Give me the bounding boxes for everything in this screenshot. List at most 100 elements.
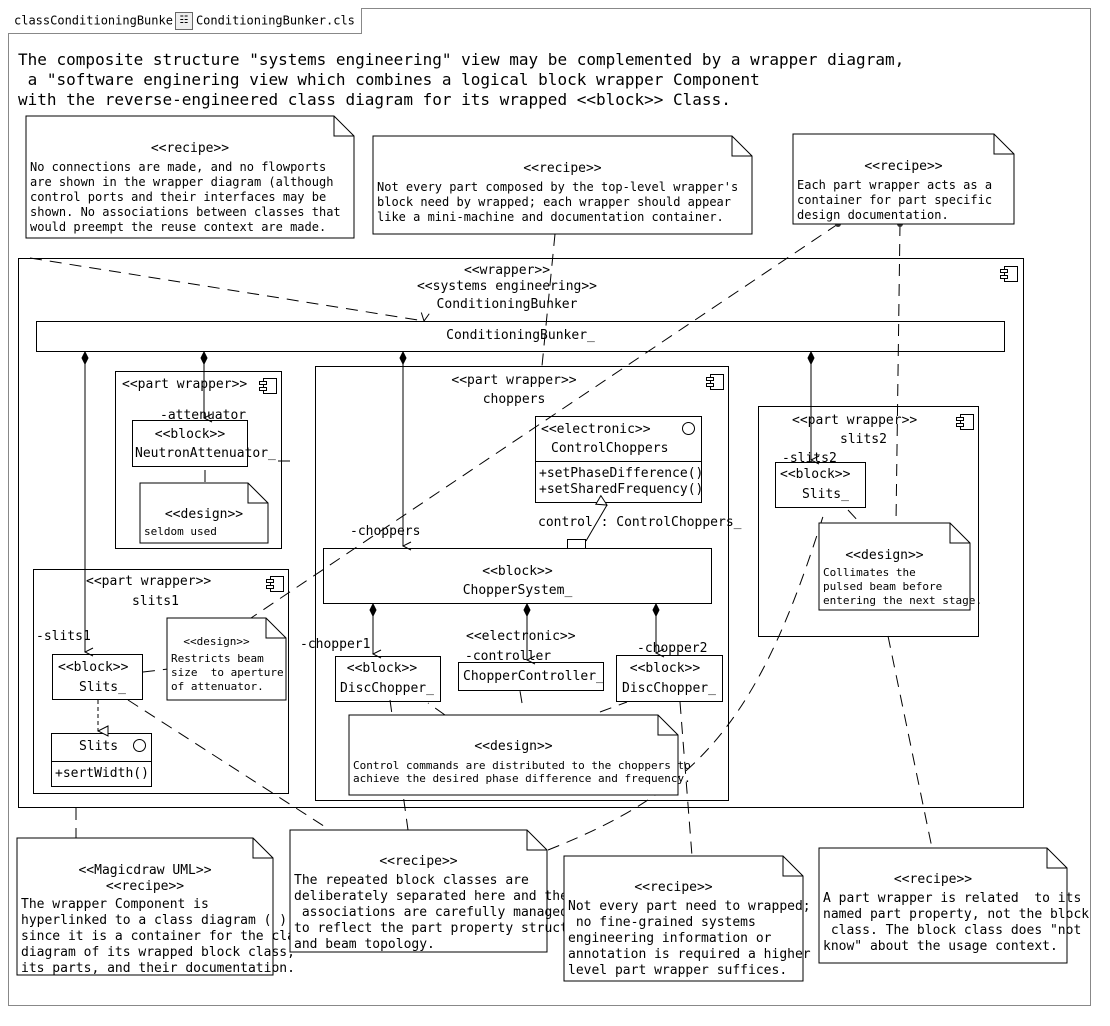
note-line: seldom used: [144, 525, 217, 538]
magicdraw-recipe-note[interactable]: <<Magicdraw UML>> <<recipe>> The wrapper…: [16, 837, 311, 976]
note-line: entering the next stage.: [823, 594, 982, 607]
note-line: of attenuator.: [171, 680, 264, 693]
note-line: are shown in the wrapper diagram (althou…: [30, 175, 334, 189]
diagram-frame: [8, 8, 1091, 1006]
note-line: named part property, not the block: [823, 907, 1090, 922]
composition-diamond: [369, 602, 377, 618]
recipe-note-repeated-blocks[interactable]: <<recipe>> The repeated block classes ar…: [289, 829, 591, 953]
component-icon: [1000, 266, 1018, 282]
control-choppers-interface[interactable]: [535, 416, 702, 503]
control-choppers-name: ControlChoppers: [551, 441, 669, 456]
composition-diamond: [807, 350, 815, 366]
recipe-note-part-wrapper-container[interactable]: <<recipe>> Each part wrapper acts as a c…: [792, 133, 1015, 225]
note-line: annotation is required a higher: [568, 947, 811, 962]
recipe-note-wrapped-parts[interactable]: <<recipe>> Not every part composed by th…: [372, 135, 753, 235]
note-stereotype: <<recipe>>: [105, 879, 185, 894]
note-line: size to aperture: [171, 666, 284, 679]
note-line: diagram of its wrapped block class,: [21, 945, 295, 960]
note-line: and beam topology.: [294, 937, 435, 952]
note-anchor: [847, 509, 861, 524]
chopper-system-name: ChopperSystem_: [462, 583, 573, 598]
note-stereotype: <<design>>: [183, 635, 250, 648]
note-line: pulsed beam before: [823, 580, 943, 593]
disc-chopper-2-block[interactable]: [616, 655, 723, 702]
chopper-controller-name: ChopperController_: [463, 669, 604, 684]
conditioning-bunker-block[interactable]: [36, 321, 1005, 352]
control-choppers-stereotype: <<electronic>>: [541, 422, 651, 437]
composition-diamond: [200, 350, 208, 366]
interface-circle-icon: [133, 739, 146, 752]
note-line: control ports and their interfaces may b…: [30, 190, 327, 204]
slits1-block[interactable]: [52, 654, 143, 700]
note-stereotype: <<recipe>>: [634, 880, 713, 895]
note-stereotype: <<Magicdraw UML>>: [78, 863, 212, 878]
class-diagram-icon: ☷: [174, 12, 193, 30]
diagram-title: ConditioningBunker.cls: [195, 13, 355, 28]
slits1-block-stereotype: <<block>>: [58, 660, 129, 675]
diagram-tab[interactable]: classConditioningBunke☷ConditioningBunke…: [8, 8, 362, 34]
note-anchor: [895, 223, 901, 524]
note-line: No connections are made, and no flowport…: [30, 160, 327, 174]
note-line: Not every part composed by the top-level…: [377, 180, 739, 194]
class-divider: [536, 461, 701, 462]
slits-class-name: Slits: [79, 739, 119, 754]
design-note-choppers[interactable]: <<design>> Control commands are distribu…: [348, 714, 691, 796]
attenuator-stereotype: <<part wrapper>>: [122, 377, 248, 392]
note-stereotype: <<recipe>>: [523, 161, 602, 176]
note-line: no fine-grained systems: [568, 915, 756, 930]
recipe-note-connections[interactable]: <<recipe>> No connections are made, and …: [25, 115, 355, 239]
note-line: deliberately separated here and their: [294, 889, 584, 904]
slits2-block[interactable]: [775, 462, 866, 508]
note-line: engineering information or: [568, 931, 772, 946]
note-line: like a mini-machine and documentation co…: [377, 210, 724, 224]
neutron-attenuator-name: NeutronAttenuator_: [135, 446, 276, 461]
note-stereotype: <<design>>: [845, 548, 924, 563]
recipe-note-usage-context[interactable]: <<recipe>> A part wrapper is related to …: [818, 847, 1089, 964]
controller-stereotype: <<electronic>>: [466, 629, 576, 644]
composition-diamond: [81, 350, 89, 366]
component-icon: [259, 378, 277, 394]
slits1-stereotype: <<part wrapper>>: [86, 574, 212, 589]
intro-line-3: with the reverse-engineered class diagra…: [18, 90, 731, 109]
choppers-name: choppers: [482, 392, 546, 407]
slits1-block-name: Slits_: [79, 680, 126, 695]
note-line: The wrapper Component is: [21, 897, 209, 912]
design-note-attenuator[interactable]: <<design>> seldom used: [139, 482, 269, 544]
note-anchor: [427, 702, 446, 716]
composition-diamond: [399, 350, 407, 366]
control-port-label: control : ControlChoppers_: [538, 515, 742, 530]
note-line: Not every part need to wrapped; if: [568, 899, 835, 914]
neutron-attenuator-block[interactable]: [132, 420, 248, 467]
note-line: shown. No associations between classes t…: [30, 205, 341, 219]
chopper2-role: -chopper2: [637, 641, 708, 656]
note-anchor: [519, 690, 523, 704]
choppers-stereotype: <<part wrapper>>: [451, 373, 577, 388]
slits1-role: -slits1: [36, 629, 91, 644]
note-line: would preempt the reuse context are made…: [30, 220, 327, 234]
note-anchor: [142, 668, 169, 673]
slits-class-op: +sertWidth(): [55, 766, 149, 781]
diagram-kind-label: classConditioningBunke: [14, 13, 173, 28]
note-line: know" about the usage context.: [823, 939, 1058, 954]
note-line: The repeated block classes are: [294, 873, 529, 888]
wrapper-name: ConditioningBunker: [436, 297, 578, 312]
note-line: Control commands are distributed to the …: [353, 759, 691, 772]
chopper-system-block[interactable]: [323, 548, 712, 604]
design-note-slits2[interactable]: <<design>> Collimates the pulsed beam be…: [818, 522, 982, 611]
recipe-note-higher-level[interactable]: <<recipe>> Not every part need to wrappe…: [563, 855, 834, 982]
interface-circle-icon: [682, 422, 695, 435]
note-stereotype: <<recipe>>: [379, 854, 458, 869]
note-anchor: [127, 699, 331, 831]
disc-chopper-1-block[interactable]: [335, 656, 441, 702]
note-line: Collimates the: [823, 566, 916, 579]
note-stereotype: <<recipe>>: [150, 141, 230, 156]
slits2-name: slits2: [840, 432, 887, 447]
design-note-slits1[interactable]: <<design>> Restricts beam size to apertu…: [166, 617, 287, 701]
note-line: since it is a container for the class: [21, 929, 311, 944]
note-line: design documentation.: [797, 208, 949, 222]
note-stereotype: <<design>>: [474, 739, 553, 754]
slits1-name: slits1: [132, 594, 179, 609]
disc-chopper-2-name: DiscChopper_: [622, 681, 716, 696]
chopper-system-stereotype: <<block>>: [482, 564, 553, 579]
note-line: Each part wrapper acts as a: [797, 178, 993, 192]
